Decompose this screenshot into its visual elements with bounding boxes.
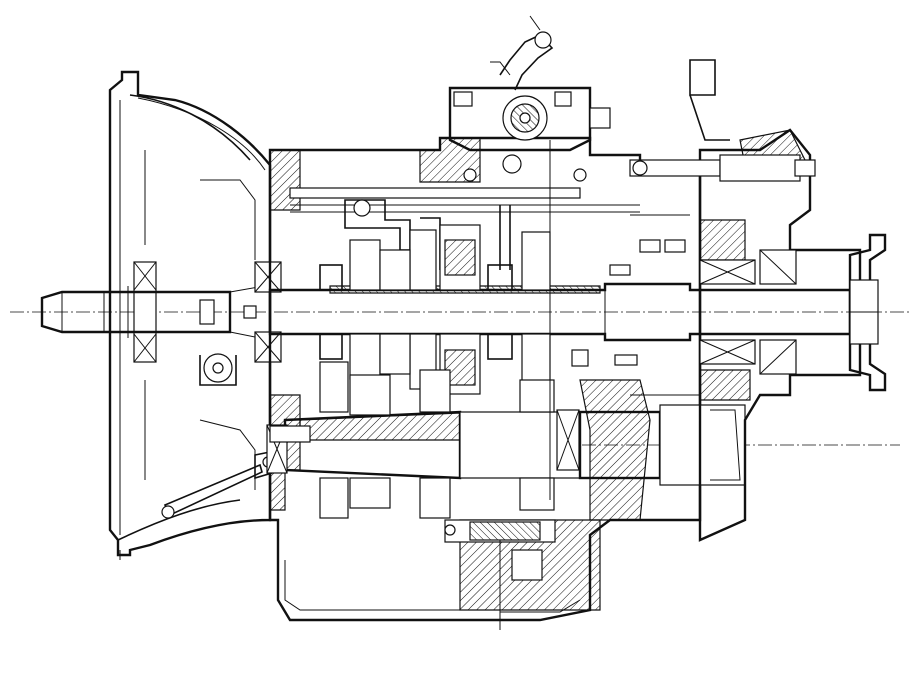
reverse-idler [444,519,556,581]
synchronizers [319,264,513,360]
mainshaft-gears [349,224,551,395]
release-fork-lever [161,449,283,519]
release-bearing [133,261,237,386]
construction-lines [119,15,700,630]
fasteners [243,168,686,443]
output-flange [848,233,887,392]
rear-output-bearings [699,249,797,375]
gear-shift-tower [448,31,611,152]
input-shaft [40,284,271,341]
shift-rails [289,154,640,270]
clutch-bell-housing [108,70,272,557]
front-input-bearing [254,261,282,363]
countershaft-gears [319,361,555,519]
countershaft [283,404,746,486]
speedometer-drive [629,154,816,182]
